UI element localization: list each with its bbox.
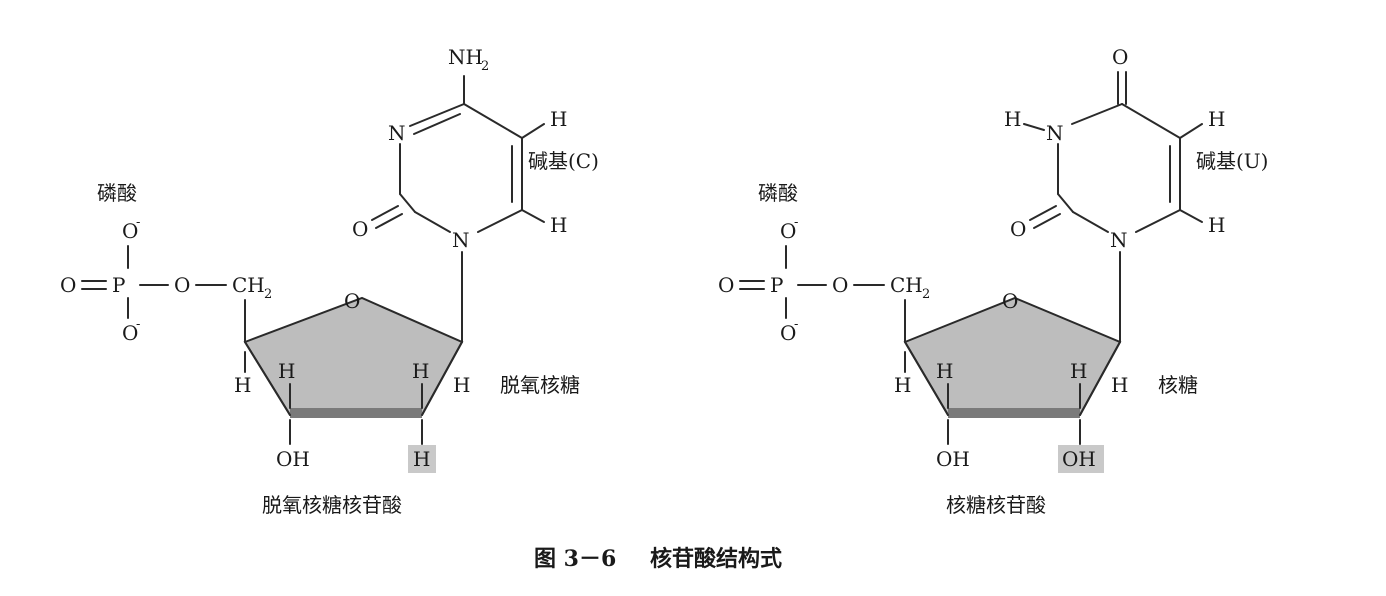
cytosine-c6-hydrogen: H xyxy=(550,213,567,237)
ch2-group: CH xyxy=(890,273,923,297)
uracil-c2-oxygen: O xyxy=(1010,217,1026,241)
uracil-c4-oxygen: O xyxy=(1112,45,1128,69)
phosphate-o-double: O xyxy=(60,273,76,297)
deoxyribonucleotide-label: 脱氧核糖核苷酸 xyxy=(262,493,402,517)
c3-hydrogen: H xyxy=(936,359,953,383)
base-u-label: 碱基(U) xyxy=(1196,149,1268,173)
uracil-c6-hydrogen: H xyxy=(1208,213,1225,237)
figure-number: 图 3－6 xyxy=(534,546,616,572)
base-c-label: 碱基(C) xyxy=(528,149,599,173)
cytosine-amino-group: NH xyxy=(448,45,483,69)
ester-oxygen: O xyxy=(174,273,190,297)
c2-hydroxyl: OH xyxy=(1062,447,1096,471)
ribonucleotide-label: 核糖核苷酸 xyxy=(946,493,1046,517)
phosphate-o-double: O xyxy=(718,273,734,297)
charge-minus: - xyxy=(794,317,798,332)
charge-minus: - xyxy=(136,215,140,230)
c3-hydrogen: H xyxy=(278,359,295,383)
ch2-subscript: 2 xyxy=(264,287,272,302)
ribose-label: 核糖 xyxy=(1158,373,1198,397)
phosphate-label: 磷酸 xyxy=(758,181,798,205)
c1-hydrogen: H xyxy=(1111,373,1128,397)
c2-hydrogen-up: H xyxy=(1070,359,1087,383)
cytosine-n1: N xyxy=(452,228,470,252)
ring-oxygen: O xyxy=(344,289,360,313)
ribonucleotide-structure: 磷酸 O - O P O - O CH 2 O H H H H OH OH 核糖… xyxy=(718,45,1268,517)
deoxyribose-ring-front-edge xyxy=(290,408,422,418)
figure-title: 核苷酸结构式 xyxy=(650,546,782,572)
c1-hydrogen: H xyxy=(453,373,470,397)
cytosine-c5-hydrogen: H xyxy=(550,107,567,131)
c2-hydrogen-down: H xyxy=(413,447,430,471)
c4-hydrogen: H xyxy=(894,373,911,397)
deoxyribose-label: 脱氧核糖 xyxy=(500,373,580,397)
phosphate-o-minus-top: O xyxy=(122,219,138,243)
ch2-group: CH xyxy=(232,273,265,297)
phosphorus-atom: P xyxy=(112,273,125,297)
phosphate-o-minus-bottom: O xyxy=(122,321,138,345)
deoxyribonucleotide-structure: 磷酸 O - O P O - O CH 2 O H H H H OH H 脱氧核… xyxy=(60,45,599,517)
uracil-n1: N xyxy=(1110,228,1128,252)
phosphate-o-minus-top: O xyxy=(780,219,796,243)
c4-hydrogen: H xyxy=(234,373,251,397)
uracil-n3-hydrogen: H xyxy=(1004,107,1021,131)
phosphate-o-minus-bottom: O xyxy=(780,321,796,345)
c3-hydroxyl: OH xyxy=(276,447,310,471)
cytosine-c2-oxygen: O xyxy=(352,217,368,241)
charge-minus: - xyxy=(136,317,140,332)
c2-hydrogen-highlight xyxy=(408,445,436,473)
ring-oxygen: O xyxy=(1002,289,1018,313)
ch2-subscript: 2 xyxy=(922,287,930,302)
c2-hydrogen-up: H xyxy=(412,359,429,383)
ribose-ring-front-edge xyxy=(948,408,1080,418)
cytosine-n3: N xyxy=(388,121,406,145)
phosphate-label: 磷酸 xyxy=(97,181,137,205)
ester-oxygen: O xyxy=(832,273,848,297)
c2-hydroxyl-highlight xyxy=(1058,445,1104,473)
charge-minus: - xyxy=(794,215,798,230)
amino-subscript: 2 xyxy=(481,59,489,74)
c3-hydroxyl: OH xyxy=(936,447,970,471)
phosphorus-atom: P xyxy=(770,273,783,297)
uracil-c5-hydrogen: H xyxy=(1208,107,1225,131)
uracil-n3: N xyxy=(1046,121,1064,145)
deoxyribose-ring xyxy=(243,296,464,416)
